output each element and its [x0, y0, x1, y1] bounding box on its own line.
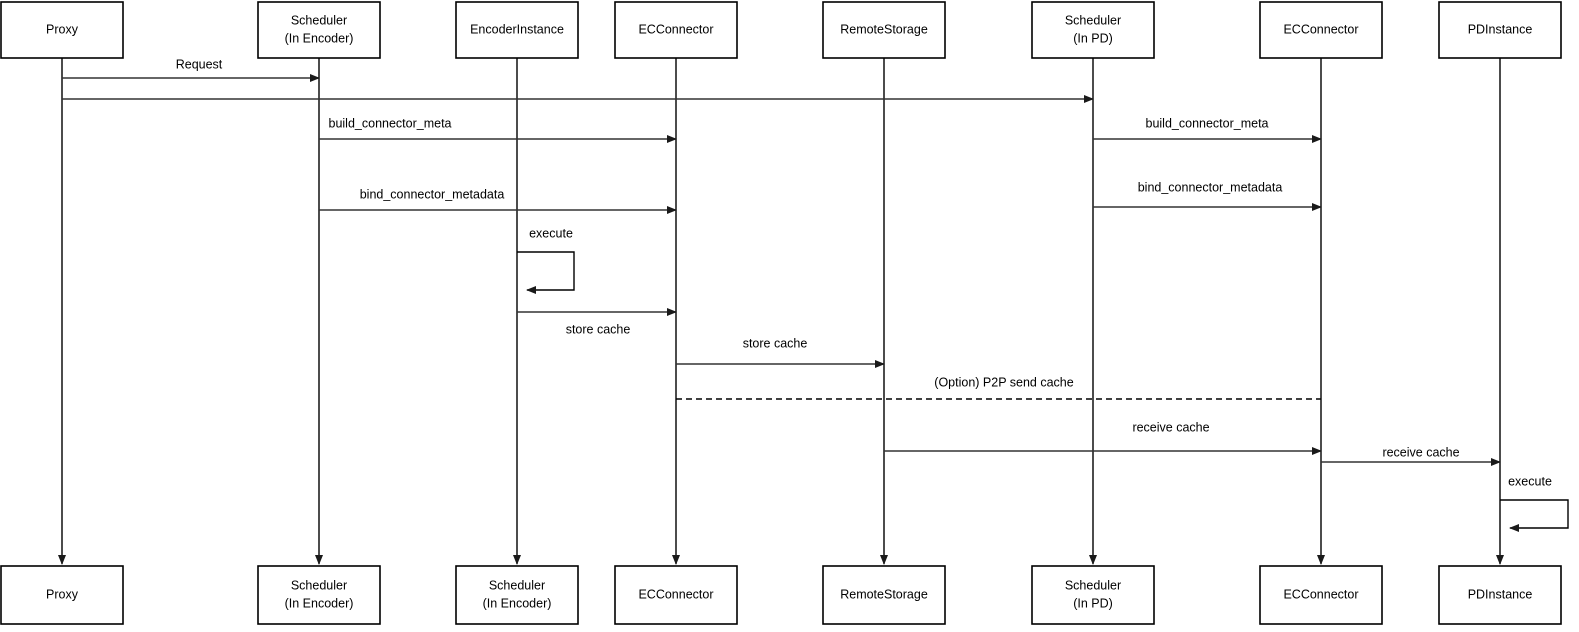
participant-bottom-rect	[257, 565, 381, 625]
message-m9[interactable]: (Option) P2P send cache	[676, 375, 1321, 400]
self-message-s2[interactable]: execute	[1500, 474, 1569, 532]
participant-top-label-line1: ECConnector	[638, 22, 713, 36]
message-label: build_connector_meta	[329, 116, 452, 130]
message-m10[interactable]: receive cache	[884, 420, 1322, 455]
participant-bottom-label-line2: (In PD)	[1073, 596, 1113, 610]
participant-top-label-line2: (In PD)	[1073, 31, 1113, 45]
participant-top-rect	[455, 1, 579, 59]
participant-bottom-label-line2: (In Encoder)	[285, 596, 354, 610]
message-label: build_connector_meta	[1146, 116, 1269, 130]
message-label: (Option) P2P send cache	[934, 375, 1073, 389]
participant-bottom-label-line1: Scheduler	[489, 578, 545, 592]
message-m1[interactable]: Request	[62, 57, 320, 82]
participant-bottom-ec_right[interactable]: ECConnector	[1259, 565, 1383, 625]
messages-layer: Request build_connector_meta build_connect…	[62, 57, 1569, 532]
participant-top-encoder_inst[interactable]: EncoderInstance	[455, 1, 579, 59]
participant-top-proxy[interactable]: Proxy	[0, 1, 124, 59]
participant-bottom-label-line2: (In Encoder)	[483, 596, 552, 610]
participant-bottom-rect	[1259, 565, 1383, 625]
participant-top-label-line2: (In Encoder)	[285, 31, 354, 45]
message-m5[interactable]: bind_connector_metadata	[319, 187, 677, 214]
message-label: bind_connector_metadata	[360, 187, 505, 201]
participant-bottom-label-line1: Scheduler	[291, 578, 347, 592]
participant-bottom-pd_inst[interactable]: PDInstance	[1438, 565, 1562, 625]
participant-bottom-rect	[0, 565, 124, 625]
participant-bottom-remote[interactable]: RemoteStorage	[822, 565, 946, 625]
participant-bottom-label-line1: ECConnector	[638, 587, 713, 601]
participant-bottom-sched_pd[interactable]: Scheduler (In PD)	[1031, 565, 1155, 625]
participant-bottom-rect	[455, 565, 579, 625]
participant-top-rect	[822, 1, 946, 59]
participant-top-rect	[614, 1, 738, 59]
message-label: receive cache	[1132, 420, 1209, 434]
message-label: bind_connector_metadata	[1138, 180, 1283, 194]
participant-top-rect	[257, 1, 381, 59]
participant-top-label-line1: Proxy	[46, 22, 79, 36]
participant-top-sched_pd[interactable]: Scheduler (In PD)	[1031, 1, 1155, 59]
participant-top-sched_enc[interactable]: Scheduler (In Encoder)	[257, 1, 381, 59]
participant-bottom-label-line1: RemoteStorage	[840, 587, 928, 601]
participant-top-pd_inst[interactable]: PDInstance	[1438, 1, 1562, 59]
message-m6[interactable]: bind_connector_metadata	[1093, 180, 1322, 211]
participant-bottom-sched_enc[interactable]: Scheduler (In Encoder)	[257, 565, 381, 625]
self-message-loop	[1500, 499, 1569, 532]
message-m3[interactable]: build_connector_meta	[319, 116, 677, 143]
participant-bottom-ec_left[interactable]: ECConnector	[614, 565, 738, 625]
self-message-loop	[517, 251, 575, 294]
self-message-label: execute	[529, 226, 573, 240]
participant-bottom-proxy[interactable]: Proxy	[0, 565, 124, 625]
participant-top-label-line1: Scheduler	[291, 13, 347, 27]
message-m11[interactable]: receive cache	[1321, 445, 1501, 466]
participant-bottom-label-line1: PDInstance	[1468, 587, 1533, 601]
message-label: store cache	[743, 336, 808, 350]
participant-top-label-line1: EncoderInstance	[470, 22, 564, 36]
participant-bottom-rect	[1031, 565, 1155, 625]
participant-bottom-label-line1: Scheduler	[1065, 578, 1121, 592]
message-m4[interactable]: build_connector_meta	[1093, 116, 1322, 143]
self-message-s1[interactable]: execute	[517, 226, 575, 294]
participant-bottom-rect	[822, 565, 946, 625]
participant-top-remote[interactable]: RemoteStorage	[822, 1, 946, 59]
message-label: store cache	[566, 322, 631, 336]
participant-top-rect	[0, 1, 124, 59]
lifelines-layer	[58, 58, 1504, 565]
participant-bottom-label-line1: Proxy	[46, 587, 79, 601]
participant-top-label-line1: PDInstance	[1468, 22, 1533, 36]
participant-top-ec_left[interactable]: ECConnector	[614, 1, 738, 59]
participant-top-boxes: Proxy Scheduler (In Encoder) EncoderInstanc…	[0, 1, 1562, 59]
participant-bottom-label-line1: ECConnector	[1283, 587, 1358, 601]
participant-bottom-rect	[1438, 565, 1562, 625]
participant-bottom-rect	[614, 565, 738, 625]
participant-bottom-encoder_inst[interactable]: Scheduler (In Encoder)	[455, 565, 579, 625]
participant-bottom-boxes: Proxy Scheduler (In Encoder) Scheduler (In E…	[0, 565, 1562, 625]
participant-top-ec_right[interactable]: ECConnector	[1259, 1, 1383, 59]
message-label: Request	[176, 57, 223, 71]
participant-top-label-line1: ECConnector	[1283, 22, 1358, 36]
message-m8[interactable]: store cache	[676, 336, 885, 368]
message-label: receive cache	[1382, 445, 1459, 459]
participant-top-label-line1: Scheduler	[1065, 13, 1121, 27]
participant-top-label-line1: RemoteStorage	[840, 22, 928, 36]
message-m7[interactable]: store cache	[517, 308, 677, 336]
participant-top-rect	[1259, 1, 1383, 59]
participant-top-rect	[1031, 1, 1155, 59]
participant-top-rect	[1438, 1, 1562, 59]
self-message-label: execute	[1508, 474, 1552, 488]
